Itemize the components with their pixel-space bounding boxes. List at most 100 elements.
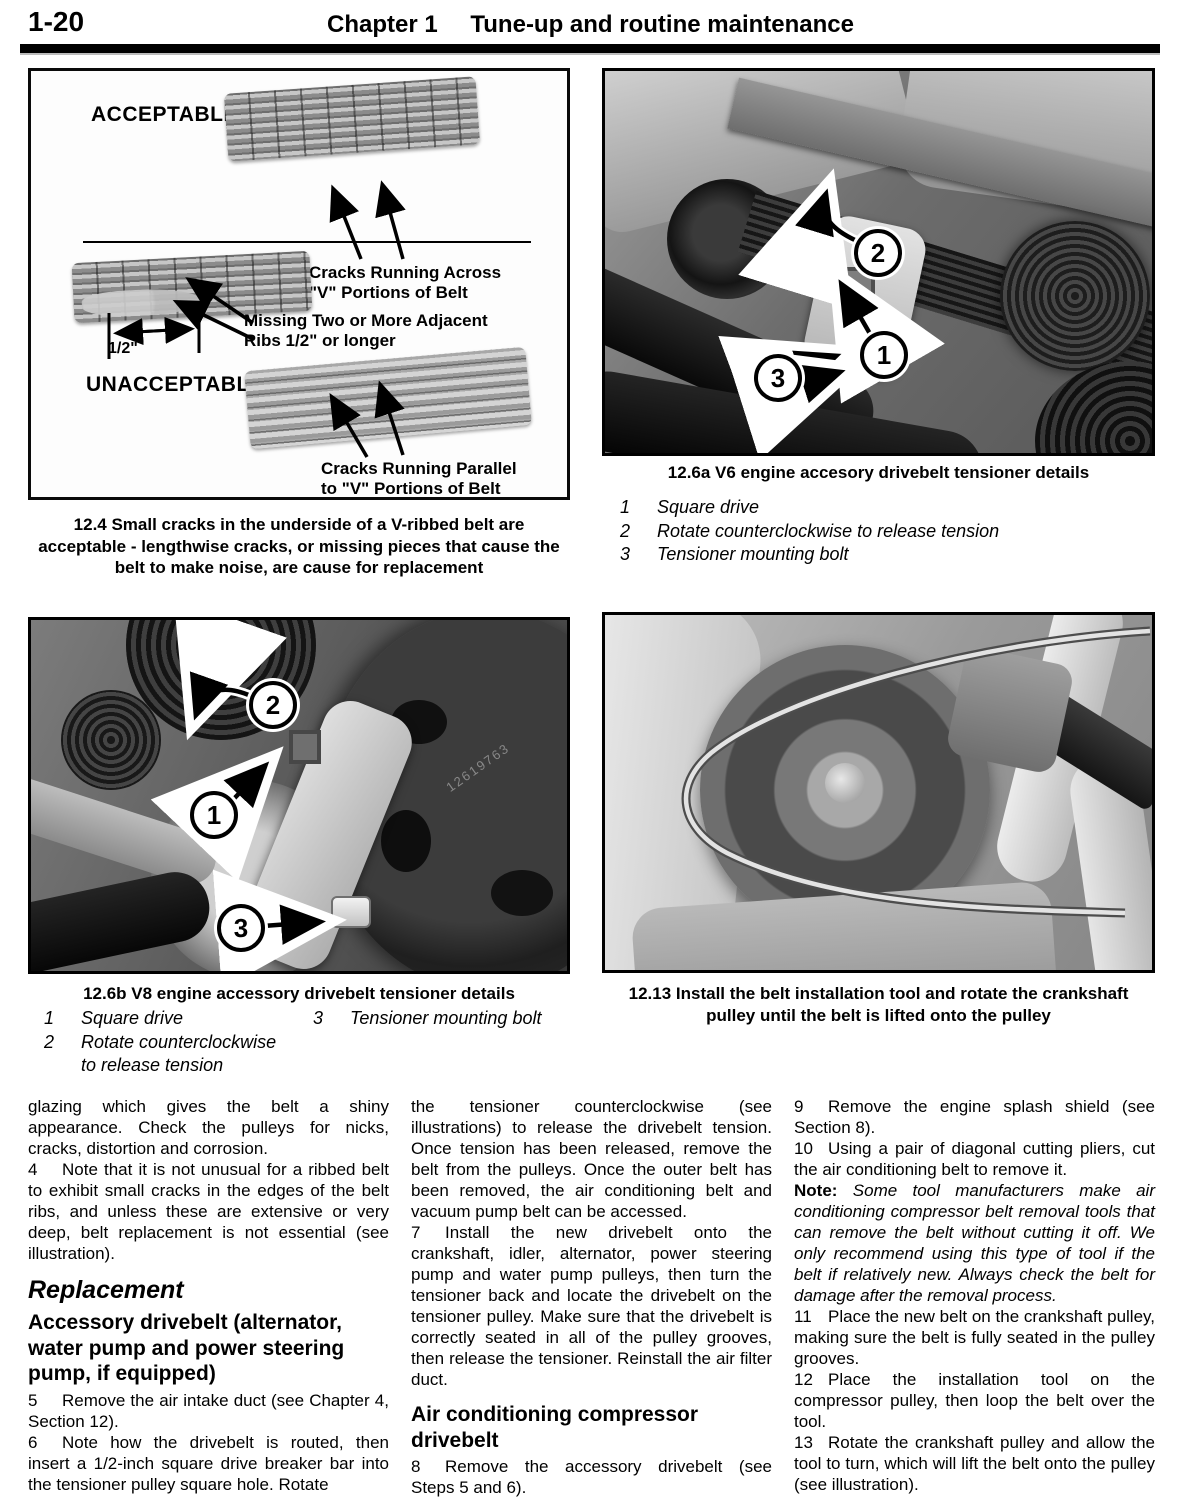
figure-12-4-diagram: ACCEPTABLE Cracks Running Across "V" Por… bbox=[28, 68, 570, 500]
figure-12-13-caption: 12.13 Install the belt installation tool… bbox=[628, 984, 1129, 1025]
figure-12-6a-legend: 1 Square drive 2 Rotate counterclockwise… bbox=[620, 496, 1150, 567]
half-inch-label: 1/2" bbox=[108, 340, 138, 357]
step-number: 12 bbox=[794, 1370, 813, 1389]
pulley-hole bbox=[381, 810, 431, 872]
legend-item: 3 Tensioner mounting bolt bbox=[313, 1007, 573, 1031]
step-text: Note that it is not unusual for a ribbed… bbox=[28, 1160, 389, 1263]
step-text: Remove the engine splash shield (see Sec… bbox=[794, 1097, 1155, 1137]
step-text: Place the new belt on the crankshaft pul… bbox=[794, 1307, 1155, 1368]
cracks-across-label: Cracks Running Across "V" Portions of Be… bbox=[309, 263, 502, 302]
pulley-casting-number: 12619763 bbox=[443, 740, 513, 795]
idler-pulley bbox=[1000, 221, 1150, 371]
step-number: 6 bbox=[28, 1432, 38, 1452]
legend-num: 3 bbox=[620, 544, 631, 564]
callout-1: 1 bbox=[190, 791, 238, 839]
legend-text: Tensioner mounting bolt bbox=[350, 1008, 542, 1028]
belt-unacceptable-illustration bbox=[244, 346, 532, 450]
figure-12-6b-photo: 12619763 2 1 3 bbox=[28, 617, 570, 974]
heading-ac-compressor-drivebelt: Air conditioning compressor drivebelt bbox=[411, 1403, 699, 1452]
crankshaft-pulley bbox=[1035, 361, 1152, 453]
acceptable-label: ACCEPTABLE bbox=[91, 103, 238, 126]
note-label: Note: bbox=[794, 1181, 838, 1200]
legend-num: 3 bbox=[313, 1008, 324, 1028]
paragraph: glazing which gives the belt a shiny app… bbox=[28, 1097, 389, 1158]
legend-item: 3 Tensioner mounting bolt bbox=[620, 543, 1150, 567]
belt-acceptable-illustration bbox=[223, 76, 481, 162]
heading-replacement: Replacement bbox=[28, 1276, 184, 1304]
step-text: Remove the accessory drivebelt (see Step… bbox=[411, 1457, 772, 1497]
callout-3: 3 bbox=[217, 904, 265, 952]
heading-accessory-drivebelt: Accessory drivebelt (alternator, water p… bbox=[28, 1311, 345, 1385]
body-column-2: the tensioner counterclockwise (see illu… bbox=[411, 1096, 772, 1498]
chapter-heading: Chapter 1 Tune-up and routine maintenanc… bbox=[0, 11, 1181, 39]
legend-text: Rotate counterclockwise to release tensi… bbox=[81, 1031, 277, 1076]
pulley-hole bbox=[491, 870, 553, 916]
step-text: Remove the air intake duct (see Chapter … bbox=[28, 1390, 389, 1431]
legend-item: 2 Rotate counterclockwise to release ten… bbox=[620, 520, 1150, 544]
callout-1: 1 bbox=[860, 331, 908, 379]
figure-12-6a-photo: 2 1 3 bbox=[602, 68, 1155, 456]
chapter-label: Chapter 1 bbox=[327, 11, 438, 38]
body-column-1: glazing which gives the belt a shiny app… bbox=[28, 1096, 389, 1498]
callout-2: 2 bbox=[854, 229, 902, 277]
step-number: 5 bbox=[28, 1390, 38, 1410]
bracket bbox=[944, 644, 1076, 776]
chapter-title: Tune-up and routine maintenance bbox=[470, 11, 854, 38]
legend-item: 2 Rotate counterclockwise to release ten… bbox=[44, 1031, 324, 1078]
step-number: 7 bbox=[411, 1223, 421, 1242]
small-pulley bbox=[61, 690, 161, 790]
legend-num: 1 bbox=[620, 497, 631, 517]
step-number: 4 bbox=[28, 1160, 38, 1179]
pulley-hub-bolt bbox=[825, 763, 865, 803]
legend-num: 1 bbox=[44, 1008, 55, 1028]
step-text: Install the new drivebelt onto the crank… bbox=[411, 1223, 772, 1389]
legend-item: 1 Square drive bbox=[44, 1007, 324, 1031]
step-text: Rotate the crankshaft pulley and allow t… bbox=[794, 1433, 1155, 1494]
missing-ribs-label: Missing Two or More Adjacent Ribs 1/2" o… bbox=[244, 311, 488, 350]
parallel-cracks-texture bbox=[244, 346, 532, 450]
belt-cracks-texture bbox=[223, 76, 481, 162]
step-number: 13 bbox=[794, 1433, 813, 1452]
step-number: 11 bbox=[794, 1307, 812, 1326]
figure-12-13-photo bbox=[602, 612, 1155, 973]
figure-12-6a-caption: 12.6a V6 engine accesory drivebelt tensi… bbox=[667, 463, 1090, 482]
step-number: 10 bbox=[794, 1139, 813, 1158]
cracks-parallel-label: Cracks Running Parallel to "V" Portions … bbox=[321, 459, 517, 498]
callout-3: 3 bbox=[754, 354, 802, 402]
note-paragraph: Note: Some tool manufacturers make air c… bbox=[794, 1180, 1155, 1306]
note-text: Some tool manufacturers make air conditi… bbox=[794, 1181, 1155, 1305]
legend-text: Square drive bbox=[657, 497, 760, 517]
legend-num: 2 bbox=[620, 520, 631, 541]
step-text: Place the installation tool on the compr… bbox=[794, 1370, 1155, 1431]
header-rule bbox=[20, 44, 1160, 55]
page-number: 1-20 bbox=[28, 6, 85, 37]
figure-12-4-caption: 12.4 Small cracks in the underside of a … bbox=[38, 515, 560, 577]
tensioner-mounting-bolt bbox=[331, 896, 371, 928]
body-text: glazing which gives the belt a shiny app… bbox=[28, 1096, 1155, 1498]
legend-text: Square drive bbox=[81, 1008, 184, 1028]
step-number: 8 bbox=[411, 1457, 421, 1476]
square-drive-hole bbox=[289, 730, 321, 764]
figure-divider bbox=[83, 241, 531, 243]
legend-item: 1 Square drive bbox=[620, 496, 1150, 520]
figure-12-6b-legend-right: 3 Tensioner mounting bolt bbox=[313, 1007, 573, 1031]
legend-text: Tensioner mounting bolt bbox=[657, 544, 849, 564]
paragraph: the tensioner counterclockwise (see illu… bbox=[411, 1097, 772, 1221]
figure-12-6b-caption: 12.6b V8 engine accessory drivebelt tens… bbox=[83, 984, 515, 1003]
step-text: Using a pair of diagonal cutting pliers,… bbox=[794, 1139, 1155, 1179]
step-text: Note how the drivebelt is routed, then i… bbox=[28, 1432, 389, 1494]
legend-text: Rotate counterclockwise to release tensi… bbox=[657, 520, 1000, 541]
callout-2: 2 bbox=[249, 681, 297, 729]
